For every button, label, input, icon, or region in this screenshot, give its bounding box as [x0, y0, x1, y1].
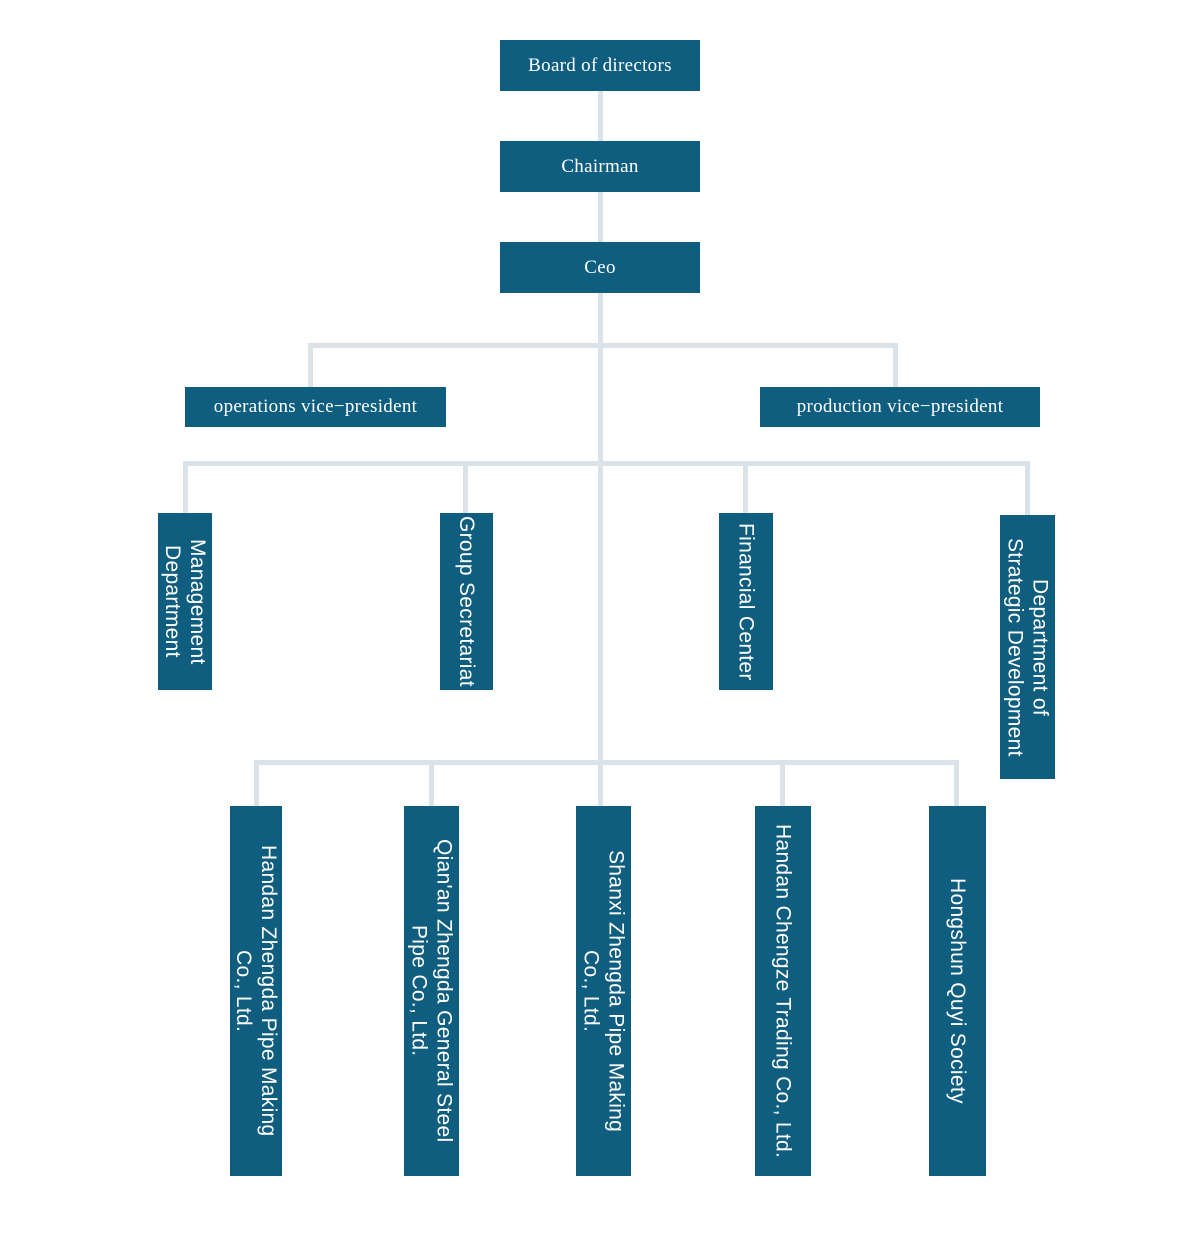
connector-subsidiary-horizontal: [254, 760, 959, 765]
node-board-of-directors: Board of directors: [500, 40, 700, 91]
connector-strategic-development-drop: [1025, 461, 1030, 515]
connector-board-chairman: [598, 91, 603, 141]
node-shanxi-zhengda-pipe-making: Shanxi Zhengda Pipe Making Co., Ltd.: [576, 806, 631, 1176]
node-ceo: Ceo: [500, 242, 700, 293]
connector-production-vp-drop: [893, 343, 898, 388]
node-production-vice-president: production vice−president: [760, 387, 1040, 427]
connector-vp-horizontal: [308, 343, 898, 348]
connector-department-horizontal: [183, 461, 1030, 466]
node-department-of-strategic-development: Department of Strategic Development: [1000, 515, 1055, 779]
node-handan-chengze-trading: Handan Chengze Trading Co., Ltd.: [755, 806, 811, 1176]
node-chairman: Chairman: [500, 141, 700, 192]
connector-group-secretariat-drop: [463, 461, 468, 513]
connector-management-department-drop: [183, 461, 188, 513]
connector-shanxi-zhengda-pipe-drop: [598, 760, 603, 806]
connector-operations-vp-drop: [308, 343, 313, 388]
connector-handan-zhengda-pipe-drop: [254, 760, 259, 806]
connector-chairman-ceo: [598, 192, 603, 242]
node-qianan-zhengda-general-steel: Qian'an Zhengda General Steel Pipe Co., …: [404, 806, 459, 1176]
node-group-secretariat: Group Secretariat: [440, 513, 493, 690]
connector-ceo-trunk: [598, 293, 603, 763]
connector-financial-center-drop: [743, 461, 748, 513]
node-financial-center: Financial Center: [719, 513, 773, 690]
node-management-department: Management Department: [158, 513, 212, 690]
node-hongshun-quyi-society: Hongshun Quyi Society: [929, 806, 986, 1176]
connector-hongshun-quyi-society-drop: [954, 760, 959, 806]
connector-qianan-zhengda-steel-drop: [429, 760, 434, 806]
node-handan-zhengda-pipe-making: Handan Zhengda Pipe Making Co., Ltd.: [230, 806, 282, 1176]
node-operations-vice-president: operations vice−president: [185, 387, 446, 427]
connector-handan-chengze-trading-drop: [780, 760, 785, 806]
